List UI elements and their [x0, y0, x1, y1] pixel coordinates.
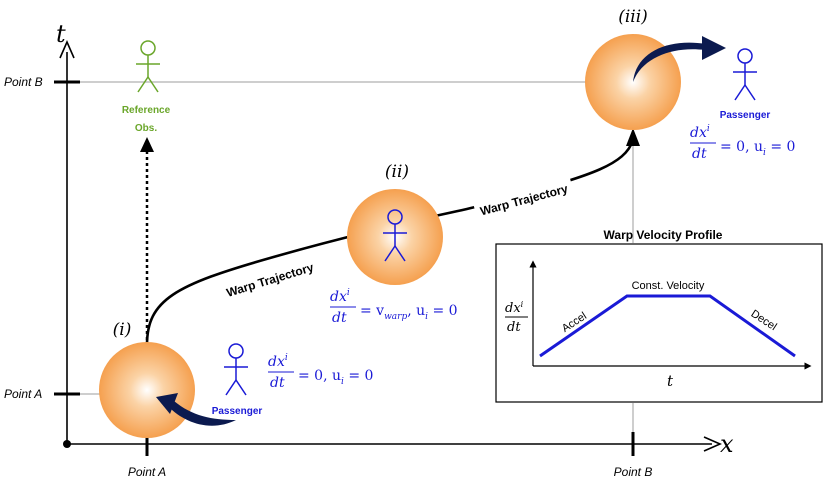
x-tick-a-label: Point A — [128, 465, 166, 479]
svg-text:dt: dt — [692, 146, 707, 162]
bubble-iii-label: (iii) — [618, 7, 648, 27]
velocity-profile-line — [539, 294, 796, 358]
svg-text:dxi: dxi — [268, 353, 288, 370]
t-axis-label: t — [56, 20, 66, 48]
svg-text:= vwarp, ui = 0: = vwarp, ui = 0 — [360, 303, 458, 322]
x-axis-label: x — [720, 430, 734, 458]
passenger-in-bubble-figure — [383, 209, 407, 262]
svg-text:dt: dt — [332, 310, 347, 326]
equation-middle: dxi dt = vwarp, ui = 0 — [330, 288, 458, 326]
passenger-left-label: Passenger — [212, 406, 263, 417]
reference-observer-label-2: Obs. — [135, 123, 157, 134]
reference-observer-figure — [136, 40, 160, 93]
exit-arrow — [633, 36, 726, 82]
warp-bubble-i — [99, 342, 195, 438]
equation-left: dxi dt = 0, ui = 0 — [268, 353, 373, 391]
boarding-arrow — [156, 393, 236, 426]
t-axis-arrow — [59, 40, 75, 59]
svg-text:dxi: dxi — [330, 288, 350, 305]
inset-title: Warp Velocity Profile — [604, 228, 723, 242]
t-tick-a-label: Point A — [4, 387, 42, 401]
t-tick-b-label: Point B — [4, 75, 43, 89]
svg-text:dt: dt — [507, 320, 521, 335]
svg-text:dt: dt — [270, 375, 285, 391]
x-axis-arrow — [703, 436, 722, 452]
trajectory-label-upper-group: Warp Trajectory — [472, 176, 575, 220]
svg-text:= 0, ui = 0: = 0, ui = 0 — [720, 139, 795, 158]
x-tick-b-label: Point B — [614, 465, 653, 479]
svg-text:dxi: dxi — [505, 300, 524, 316]
inset-frame — [495, 243, 823, 403]
inset-panel: dxi dt t Const. Velocity Accel Decel — [495, 243, 823, 403]
equation-right: dxi dt = 0, ui = 0 — [690, 124, 795, 162]
svg-text:dxi: dxi — [690, 124, 710, 141]
inset-const-label: Const. Velocity — [632, 280, 705, 292]
passenger-right-label: Passenger — [720, 110, 771, 121]
bubble-ii-label: (ii) — [385, 162, 409, 182]
passenger-left-figure — [224, 343, 248, 396]
passenger-right-figure — [733, 48, 757, 101]
reference-observer-label-1: Reference — [122, 105, 171, 116]
axes: t x Point B Point A Point A Point B — [4, 20, 734, 479]
bubble-i-label: (i) — [113, 320, 132, 340]
inset-x-label: t — [667, 372, 674, 390]
svg-text:= 0, ui = 0: = 0, ui = 0 — [298, 368, 373, 387]
reference-worldline — [140, 137, 154, 340]
origin-dot — [63, 440, 71, 448]
